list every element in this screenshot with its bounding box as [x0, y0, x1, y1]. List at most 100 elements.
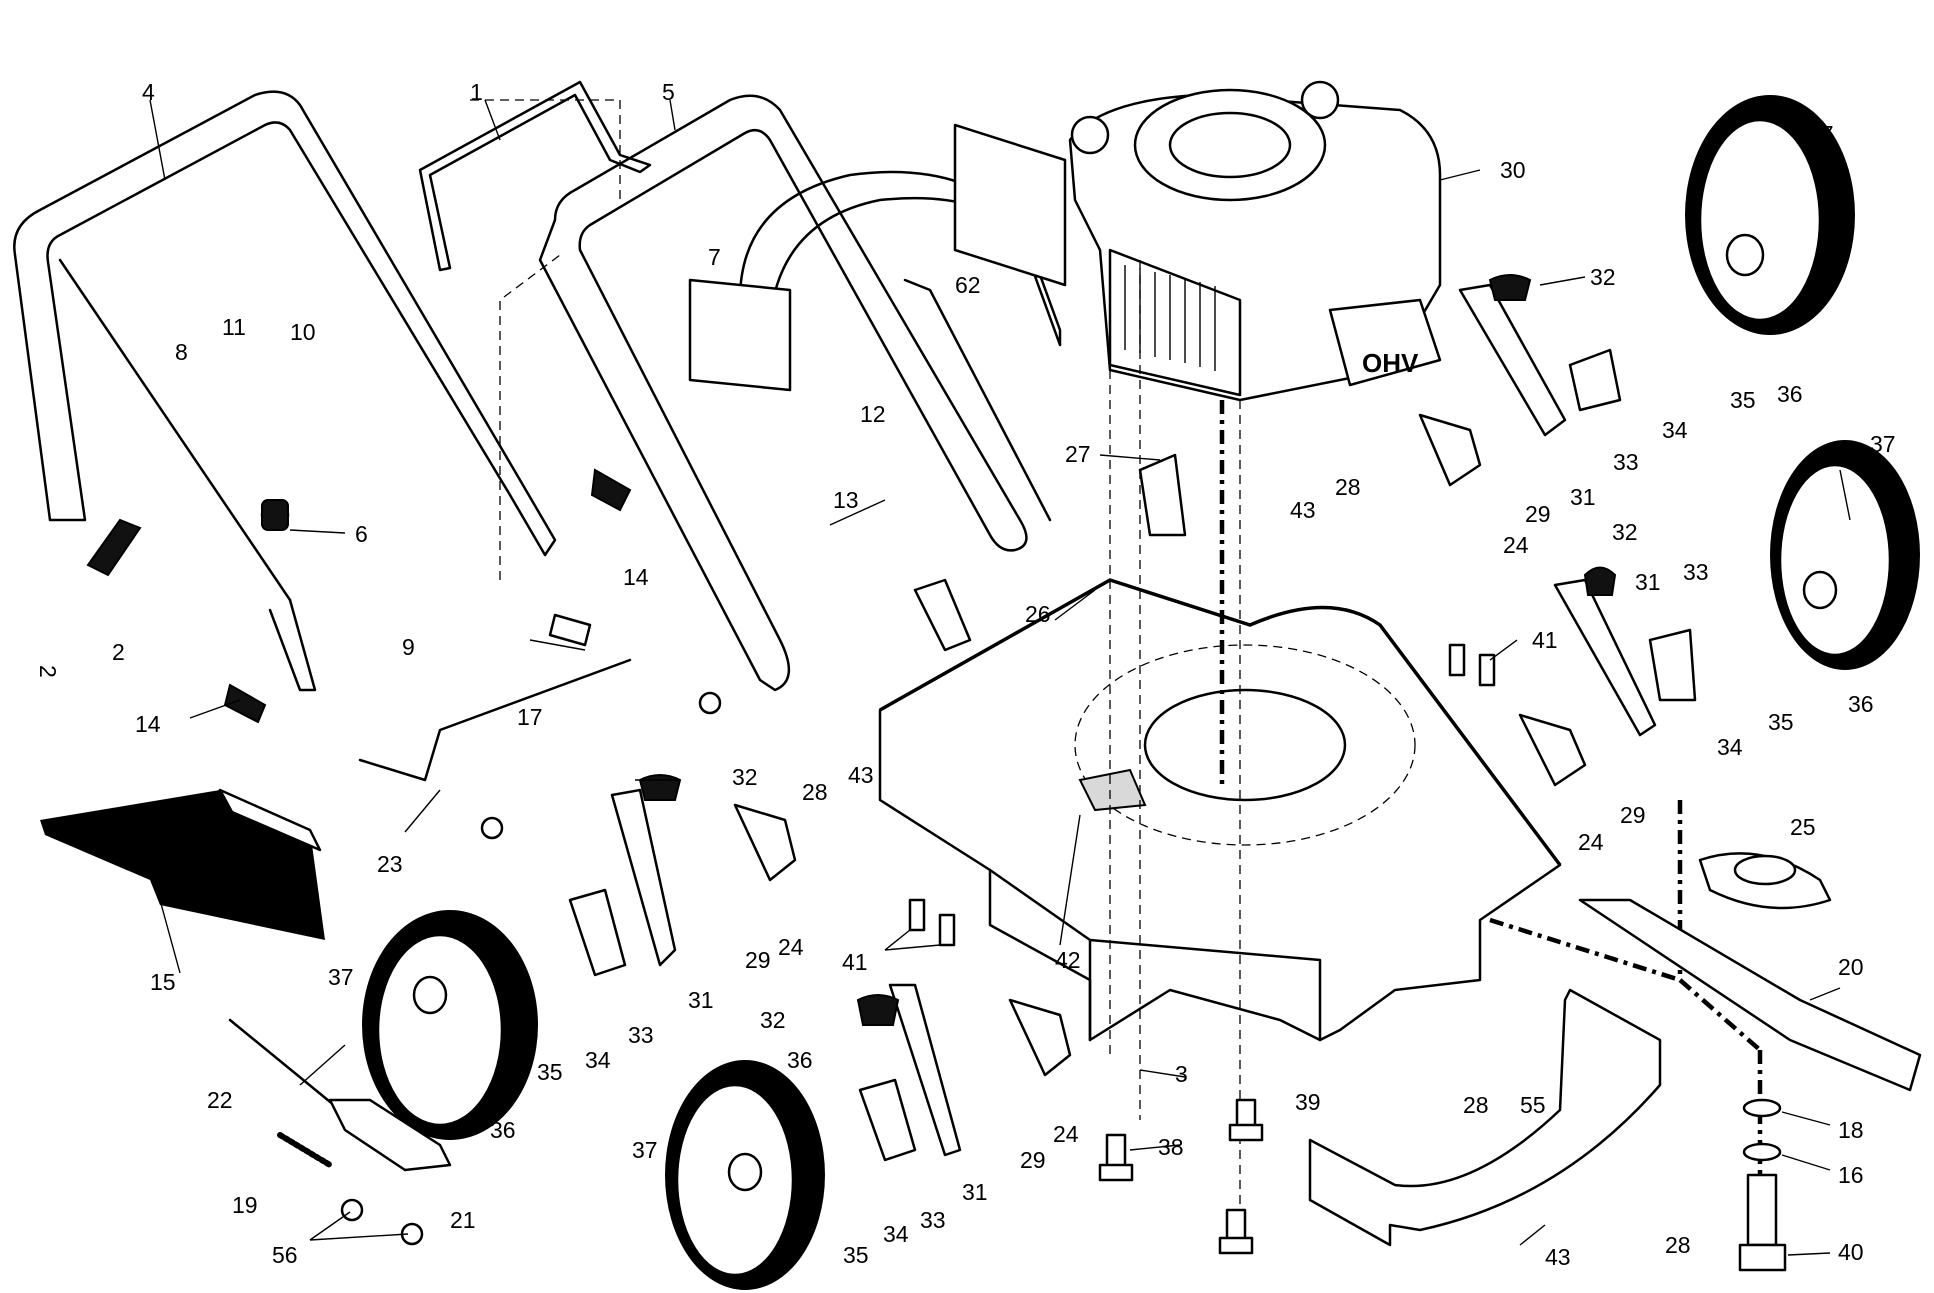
part-label-p3: 3 — [1175, 1061, 1188, 1087]
part-label-p5: 5 — [662, 79, 675, 105]
part-label-p37d: 37 — [632, 1137, 658, 1163]
part-label-p33b: 33 — [1683, 559, 1709, 585]
part-label-p18: 18 — [1838, 1117, 1864, 1143]
part-label-p56: 56 — [272, 1242, 298, 1268]
handle-knobs — [86, 468, 632, 724]
part-label-p38: 38 — [1158, 1134, 1184, 1160]
part-label-p33a: 33 — [1613, 449, 1639, 475]
part-label-p14b: 14 — [135, 711, 161, 737]
part-label-p32a: 32 — [1590, 264, 1616, 290]
part-label-p33d: 33 — [920, 1207, 946, 1233]
part-label-p33c: 33 — [628, 1022, 654, 1048]
part-label-p37b: 37 — [1870, 431, 1896, 457]
height-adjusters — [733, 413, 1587, 1077]
part-label-p29b: 29 — [1620, 802, 1646, 828]
part-label-p35c: 35 — [537, 1059, 563, 1085]
brackets-26-27 — [913, 453, 1187, 652]
upper-handle — [538, 94, 1052, 692]
part-label-p36b: 36 — [1848, 691, 1874, 717]
part-label-p34d: 34 — [883, 1221, 909, 1247]
part-label-p35d: 35 — [843, 1242, 869, 1268]
part-label-p32c: 32 — [732, 764, 758, 790]
part-label-p32d: 32 — [760, 1007, 786, 1033]
part-label-p31a: 31 — [1570, 484, 1596, 510]
part-label-p27: 27 — [1065, 441, 1091, 467]
part-label-p31b: 31 — [1635, 569, 1661, 595]
control-bar — [418, 80, 652, 272]
part-label-p34c: 34 — [585, 1047, 611, 1073]
part-label-p15: 15 — [150, 969, 176, 995]
part-label-p6: 6 — [355, 521, 368, 547]
wheel-rear-right-bottom — [1770, 440, 1920, 670]
page-number: 2 — [35, 665, 61, 678]
part-label-p36c: 36 — [787, 1047, 813, 1073]
part-label-p35a: 35 — [1730, 387, 1756, 413]
leader-lines — [149, 99, 1851, 1256]
part-label-p29c: 29 — [745, 947, 771, 973]
part-label-p28c: 28 — [1463, 1092, 1489, 1118]
part-label-p32b: 32 — [1612, 519, 1638, 545]
part-label-p39: 39 — [1295, 1089, 1321, 1115]
part-label-p12: 12 — [860, 401, 886, 427]
part-label-p34b: 34 — [1717, 734, 1743, 760]
part-label-p29a: 29 — [1525, 501, 1551, 527]
part-label-p31d: 31 — [962, 1179, 988, 1205]
part-label-p42: 42 — [1055, 947, 1081, 973]
part-label-p40: 40 — [1838, 1239, 1864, 1265]
part-label-p14a: 14 — [623, 564, 649, 590]
part-label-p26: 26 — [1025, 601, 1051, 627]
engine: OHV — [1068, 80, 1442, 402]
engine-badge: OHV — [1362, 348, 1419, 378]
part-label-p36d: 36 — [490, 1117, 516, 1143]
part-label-p10: 10 — [290, 319, 316, 345]
part-label-p24c: 24 — [778, 934, 804, 960]
part-label-p35b: 35 — [1768, 709, 1794, 735]
part-label-p17: 17 — [517, 704, 543, 730]
lower-handle — [13, 90, 557, 692]
part-label-p24d: 24 — [1053, 1121, 1079, 1147]
part-label-p4: 4 — [142, 79, 155, 105]
part-label-p13: 13 — [833, 487, 859, 513]
part-label-p37c: 37 — [328, 964, 354, 990]
part-label-p7: 7 — [708, 244, 721, 270]
part-label-p11: 11 — [222, 314, 246, 340]
part-label-p19: 19 — [232, 1192, 258, 1218]
part-label-p16: 16 — [1838, 1162, 1864, 1188]
part-label-p43a: 43 — [1290, 497, 1316, 523]
wheel-rear-right-top — [1685, 95, 1855, 335]
part-label-p43b: 43 — [848, 762, 874, 788]
part-label-p36a: 36 — [1777, 381, 1803, 407]
part-label-p24a: 24 — [1503, 532, 1529, 558]
blade-assembly — [1578, 852, 1922, 1272]
part-label-p28a: 28 — [1335, 474, 1361, 500]
mower-deck — [878, 578, 1562, 1042]
rear-axle — [358, 613, 722, 840]
part-label-p8: 8 — [175, 339, 188, 365]
part-label-p1: 1 — [470, 79, 483, 105]
part-label-p22: 22 — [207, 1087, 233, 1113]
grass-deflector — [40, 788, 325, 940]
part-label-p28b: 28 — [802, 779, 828, 805]
part-label-p43c: 43 — [1545, 1244, 1571, 1270]
part-label-p34a: 34 — [1662, 417, 1688, 443]
part-label-p2: 2 — [112, 639, 125, 665]
bag-frame — [688, 123, 1067, 392]
rear-baffle — [1308, 988, 1662, 1247]
part-label-p25: 25 — [1790, 814, 1816, 840]
hinge-parts — [228, 1018, 452, 1246]
wheel-caps — [638, 274, 1617, 1026]
part-label-p41b: 41 — [842, 949, 868, 975]
part-label-p28d: 28 — [1665, 1232, 1691, 1258]
part-label-p62: 62 — [955, 272, 981, 298]
part-label-p9: 9 — [402, 634, 415, 660]
wheel-front-left — [362, 910, 538, 1140]
part-label-p37a: 37 — [1808, 121, 1834, 147]
part-label-p21: 21 — [450, 1207, 476, 1233]
part-label-p23: 23 — [377, 851, 403, 877]
part-label-p29d: 29 — [1020, 1147, 1046, 1173]
part-label-p30: 30 — [1500, 157, 1526, 183]
bolts — [908, 643, 1496, 1255]
axle-brackets — [568, 283, 1697, 1162]
